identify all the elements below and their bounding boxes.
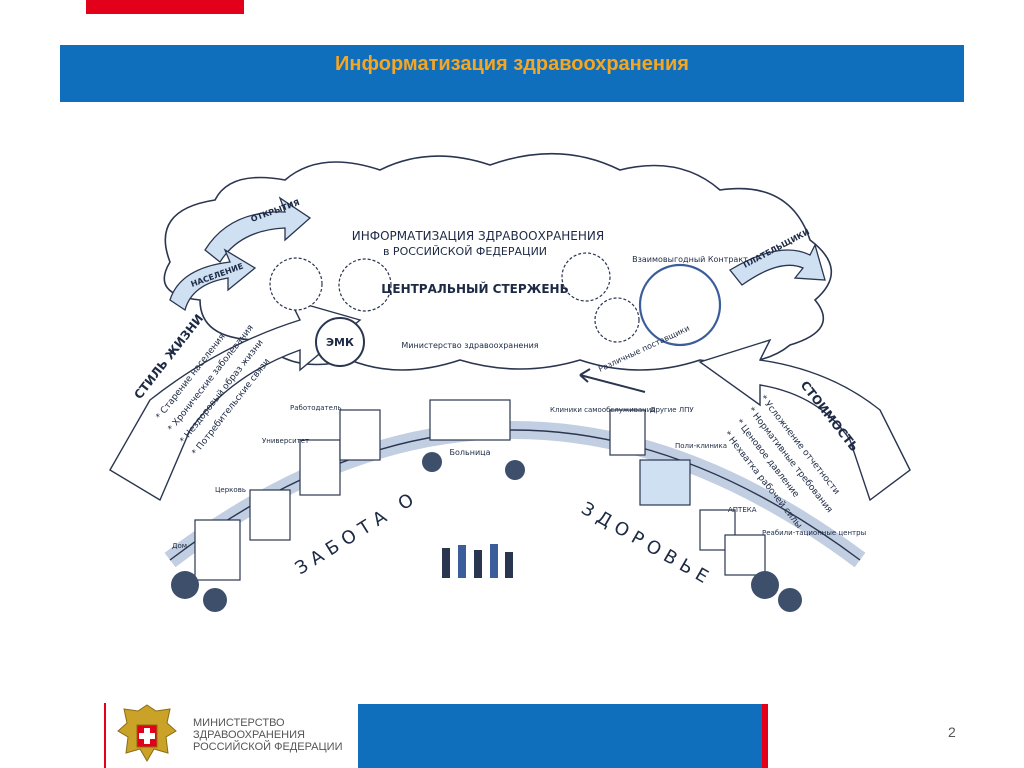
top-red-accent [86, 0, 244, 14]
page-title: Информатизация здравоохранения [335, 53, 689, 75]
tree [422, 452, 442, 472]
evidence-circle [338, 258, 392, 312]
university-building [299, 439, 341, 496]
emk-circle [315, 317, 365, 367]
ministry-line-2: ЗДРАВООХРАНЕНИЯ [193, 729, 305, 741]
employer-building [339, 409, 381, 461]
population-arrow [169, 248, 257, 312]
footer-blue-band [358, 704, 762, 768]
lifestyle-arrow [109, 298, 362, 502]
tree [751, 571, 779, 599]
place-employer: Работодатель [290, 404, 342, 412]
ministry-name: МИНИСТЕРСТВО ЗДРАВООХРАНЕНИЯ РОССИЙСКОЙ … [193, 717, 342, 753]
ministry-line-1: МИНИСТЕРСТВО [193, 717, 285, 729]
place-home: Дом [172, 542, 187, 550]
page-number: 2 [948, 724, 956, 740]
title-bar: Информатизация здравоохранения [60, 45, 964, 102]
ministry-emblem-icon [117, 704, 177, 762]
place-polyclinic: Поли-клиника [675, 442, 727, 450]
cloud-title-line-2: в РОССИЙСКОЙ ФЕДЕРАЦИИ [383, 245, 547, 258]
footer-red-line [104, 703, 106, 768]
people-group [442, 544, 513, 578]
place-other: Другие ЛПУ [650, 406, 694, 414]
place-pharmacy: АПТЕКА [728, 506, 757, 514]
tree [171, 571, 199, 599]
cost-arrow [698, 338, 911, 502]
place-clinics: Клиники самообслуживания [550, 406, 656, 414]
hospital-building [429, 399, 511, 441]
footer-red-band [762, 704, 768, 768]
data-circle [561, 252, 611, 302]
core-label: ЦЕНТРАЛЬНЫЙ СТЕРЖЕНЬ [381, 281, 569, 296]
polyclinic-building [639, 459, 691, 506]
home-building [194, 519, 241, 581]
contract-circle [638, 263, 722, 347]
tree [778, 588, 802, 612]
church-building [249, 489, 291, 541]
emk-label: ЭМК [326, 336, 354, 349]
contract-label: Взаимовыгодный Контракт [632, 255, 748, 264]
place-university: Университет [262, 437, 309, 445]
place-hospital: Больница [450, 448, 491, 457]
ministry-line-3: РОССИЙСКОЙ ФЕДЕРАЦИИ [193, 741, 343, 753]
place-church: Церковь [215, 486, 246, 494]
tree [505, 460, 525, 480]
regulators-circle [594, 297, 640, 343]
place-rehab: Реабили-тационные центры [762, 529, 866, 537]
analytics-circle [269, 257, 323, 311]
rehab-building [724, 534, 766, 576]
tree [203, 588, 227, 612]
clinic-building [609, 409, 646, 456]
care-label: ЗАБОТА О [292, 486, 423, 579]
openings-arrow [204, 196, 312, 263]
ministry-label: Министерство здравоохранения [401, 341, 538, 350]
cloud-title-line-1: ИНФОРМАТИЗАЦИЯ ЗДРАВООХРАНЕНИЯ [352, 229, 604, 243]
health-label: ЗДОРОВЬЕ [578, 498, 717, 591]
payers-arrow [729, 243, 826, 286]
suppliers-arrow [579, 368, 646, 393]
